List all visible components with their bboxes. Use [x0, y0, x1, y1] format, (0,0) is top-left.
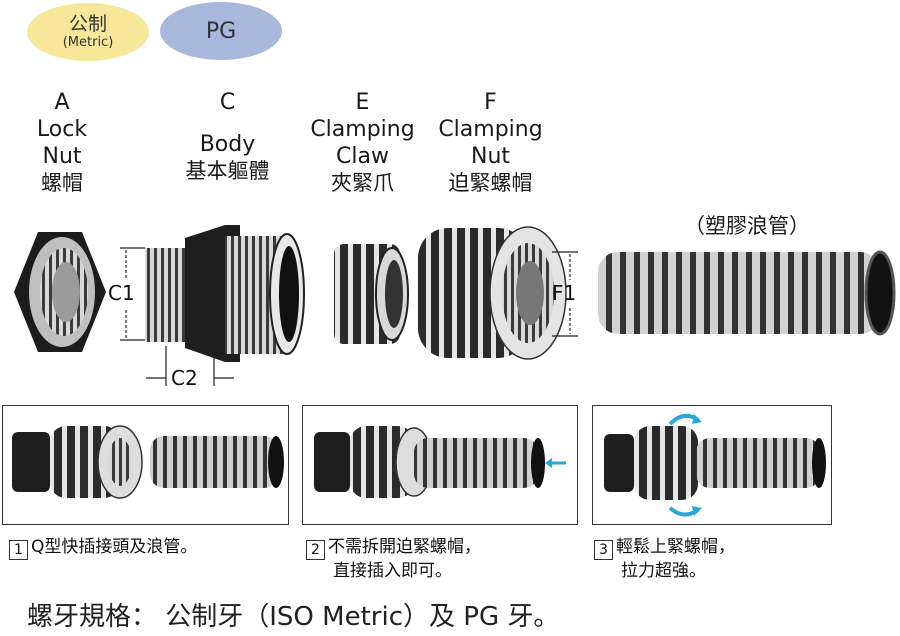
part-name-lock: Lock	[36, 117, 88, 142]
step-2-text-line1: 不需拆開迫緊螺帽，	[328, 537, 481, 557]
dimension-lines	[120, 247, 578, 386]
part-name-clamping-e: Clamping	[310, 117, 415, 142]
part-label-lock-nut: A Lock Nut 螺帽	[22, 89, 102, 197]
part-name-cn-body: 基本軀體	[185, 159, 270, 183]
lock-nut-drawing	[14, 232, 106, 352]
step-2-number: 2	[306, 540, 325, 560]
part-letter-c: C	[219, 90, 236, 115]
pg-badge-label: PG	[205, 18, 237, 44]
part-name-nut: Nut	[42, 144, 82, 169]
part-letter-e: E	[355, 90, 370, 115]
step-1-text: Q型快插接頭及浪管。	[31, 537, 198, 557]
step-3-text-line2: 拉力超強。	[621, 561, 706, 581]
part-name-claw: Claw	[336, 144, 389, 169]
step-3-text-line1: 輕鬆上緊螺帽，	[616, 537, 735, 557]
part-label-hose: （塑膠浪管）	[684, 214, 810, 238]
step-3-drawing	[604, 413, 826, 517]
part-name-nut-f: Nut	[470, 144, 511, 169]
metric-badge-sublabel: (Metric)	[62, 35, 114, 50]
dimension-f1: F1	[552, 281, 577, 305]
part-label-clamping-nut: F Clamping Nut 迫緊螺帽	[428, 89, 553, 197]
step-1-number: 1	[9, 540, 28, 560]
metric-badge-label: 公制	[68, 13, 107, 35]
pg-badge[interactable]: PG	[160, 2, 282, 60]
part-name-cn-lock-nut: 螺帽	[41, 171, 83, 195]
hose-drawing	[598, 250, 896, 336]
part-name-clamping-f: Clamping	[438, 117, 543, 142]
step-2-text-line2: 直接插入即可。	[333, 561, 452, 581]
part-letter-f: F	[484, 90, 497, 115]
part-label-clamping-claw: E Clamping Claw 夾緊爪	[300, 89, 425, 197]
clamping-claw-drawing	[334, 244, 409, 344]
step-3-number: 3	[594, 540, 613, 560]
step-2-drawing	[314, 426, 566, 498]
thread-spec-footer: 螺牙規格： 公制牙（ISO Metric）及 PG 牙。	[27, 602, 560, 632]
metric-badge[interactable]: 公制 (Metric)	[27, 3, 149, 61]
part-letter-a: A	[54, 90, 70, 115]
part-name-cn-clamping-claw: 夾緊爪	[331, 171, 394, 195]
part-label-body: C Body 基本軀體	[170, 89, 285, 185]
body-drawing	[145, 225, 305, 362]
step-1-drawing	[12, 425, 284, 499]
dimension-c1: C1	[108, 281, 135, 305]
part-name-body: Body	[199, 132, 256, 157]
dimension-c2: C2	[171, 366, 198, 390]
part-name-cn-clamping-nut: 迫緊螺帽	[448, 171, 533, 195]
clamping-nut-drawing	[418, 226, 567, 360]
